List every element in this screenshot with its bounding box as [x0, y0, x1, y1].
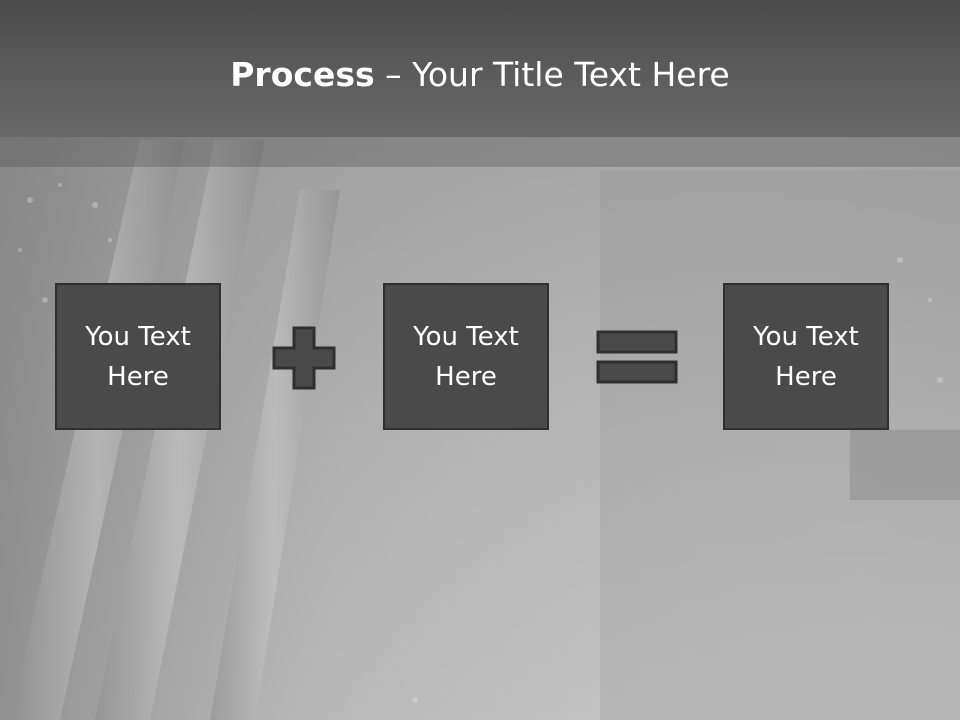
equals-icon — [596, 330, 678, 384]
process-box-2[interactable]: You Text Here — [383, 283, 549, 430]
title-rest: – Your Title Text Here — [374, 55, 730, 94]
process-box-3-line2: Here — [775, 361, 837, 392]
process-box-1-line1: You Text — [85, 321, 191, 352]
title-bold: Process — [230, 55, 375, 94]
header-shadow-band — [0, 137, 960, 167]
process-box-2-line2: Here — [435, 361, 497, 392]
process-box-1-line2: Here — [107, 361, 169, 392]
title-bar: Process – Your Title Text Here — [0, 0, 960, 137]
process-box-1-text: You Text Here — [63, 317, 213, 397]
plus-icon — [272, 326, 336, 390]
process-box-3[interactable]: You Text Here — [723, 283, 889, 430]
process-box-3-text: You Text Here — [731, 317, 881, 397]
slide-title: Process – Your Title Text Here — [0, 52, 960, 98]
process-box-2-text: You Text Here — [391, 317, 541, 397]
process-box-2-line1: You Text — [413, 321, 519, 352]
process-box-1[interactable]: You Text Here — [55, 283, 221, 430]
process-box-3-line1: You Text — [753, 321, 859, 352]
